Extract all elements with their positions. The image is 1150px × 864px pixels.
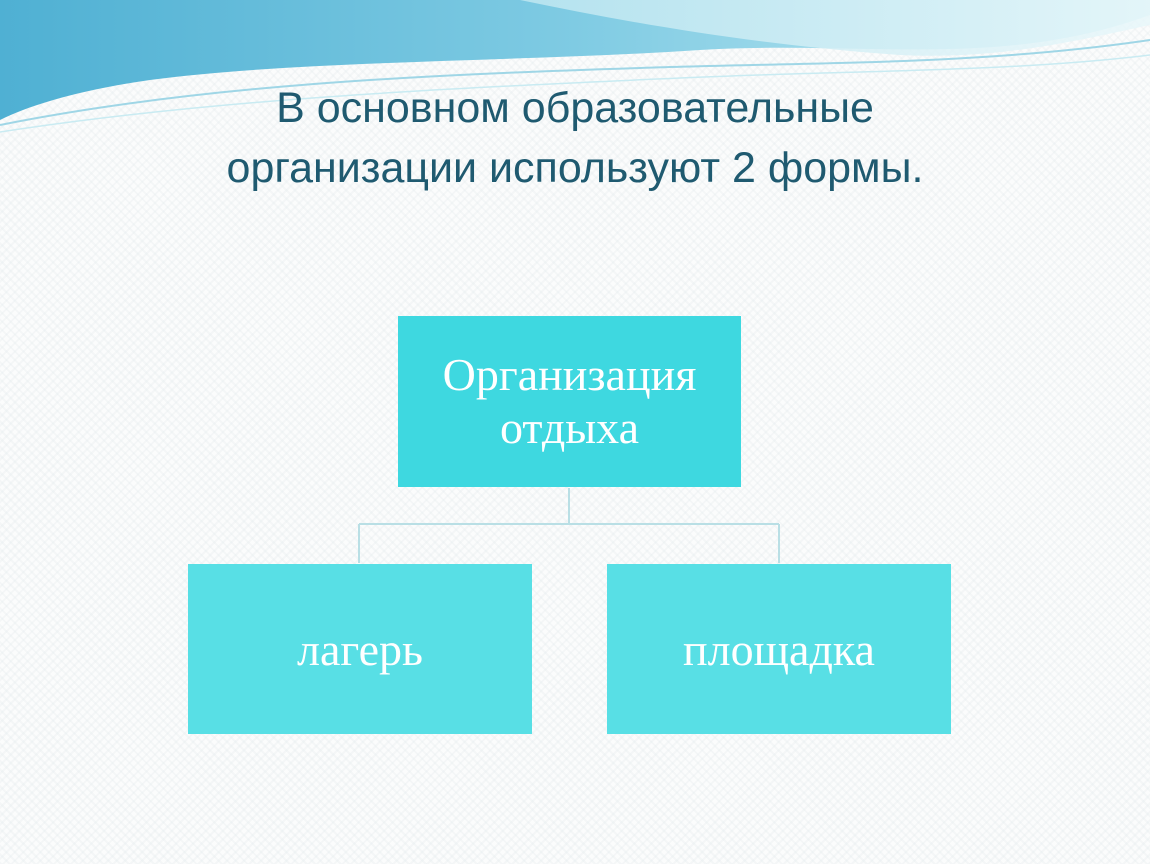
child-node-label: площадка: [683, 623, 875, 675]
root-node-label-line-1: Организация: [442, 348, 697, 400]
diagram-child-node-camp: лагерь: [188, 564, 532, 734]
slide-title-line-1: В основном образовательные: [276, 84, 874, 132]
child-node-label: лагерь: [296, 623, 424, 675]
diagram-child-node-playground: площадка: [607, 564, 951, 734]
slide-title: В основном образовательные организации и…: [100, 78, 1050, 198]
wave-header-decoration: [0, 0, 1150, 133]
slide-title-line-2: организации используют 2 формы.: [226, 144, 924, 193]
root-node-label-line-2: отдыха: [499, 401, 639, 453]
diagram-root-node: Организация отдыха: [398, 316, 741, 487]
